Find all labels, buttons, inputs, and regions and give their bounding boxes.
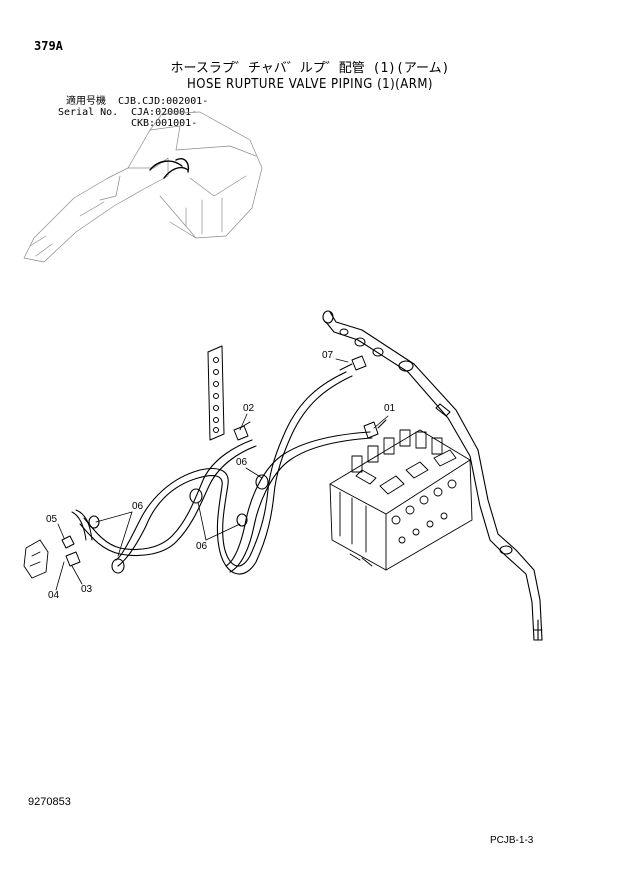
title-english: HOSE RUPTURE VALVE PIPING (1)(ARM) xyxy=(187,77,433,92)
steel-pipe-right xyxy=(322,310,543,641)
sheet-code: PCJB-1-3 xyxy=(490,835,534,846)
page-code: 379A xyxy=(34,39,63,53)
part-label-06: 06 xyxy=(236,457,248,468)
part-label-02: 02 xyxy=(243,403,255,414)
serial-range-1: CJB.CJD:002001- xyxy=(118,96,209,107)
part-label-04: 04 xyxy=(48,590,60,601)
part-label-06: 06 xyxy=(132,501,144,512)
serial-range-3: CKB:001001- xyxy=(131,118,198,129)
part-label-07: 07 xyxy=(322,350,334,361)
document-number: 9270853 xyxy=(28,796,71,808)
part-label-01: 01 xyxy=(384,403,396,414)
part-label-03: 03 xyxy=(81,584,93,595)
part-label-06: 06 xyxy=(196,541,208,552)
serial-label-japanese: 適用号機 xyxy=(66,96,106,107)
left-bracket xyxy=(23,539,49,579)
control-valve-assembly xyxy=(329,429,473,571)
pipe-clamp-strip xyxy=(207,345,225,441)
title-japanese: ホースラプ゛チャバ゛ルプ゛配管 (1)(アーム) xyxy=(170,61,450,76)
excavator-highlight-hoses xyxy=(149,158,190,179)
part-label-05: 05 xyxy=(46,514,58,525)
serial-range-2: CJA:020001- xyxy=(131,107,198,118)
fitting-01 xyxy=(363,419,387,439)
leader-lines xyxy=(55,358,389,591)
excavator-thumbnail xyxy=(23,111,263,263)
hose-bundle xyxy=(79,371,373,575)
serial-label-english: Serial No. xyxy=(58,107,119,118)
pipe-fittings-07 xyxy=(339,328,384,371)
fittings-03-04-05 xyxy=(61,509,93,567)
